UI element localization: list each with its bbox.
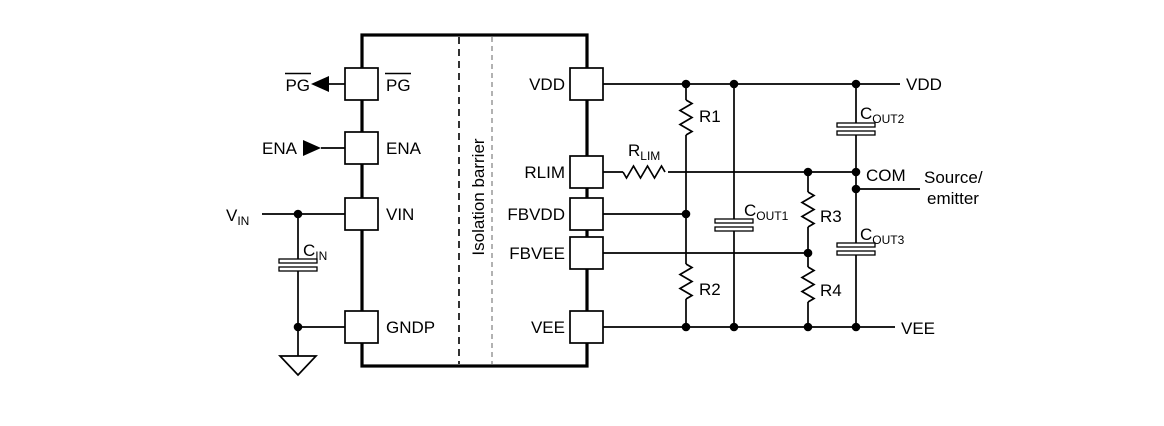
- pin-label-gndp: GNDP: [386, 318, 435, 337]
- cap-plate: [278, 258, 318, 264]
- ground-icon: [278, 355, 318, 377]
- label-r2: R2: [699, 280, 721, 299]
- pin-label-vee: VEE: [531, 318, 565, 337]
- junction-dot: [851, 184, 861, 194]
- cout1-sub: OUT1: [756, 209, 788, 223]
- signal-label-vin: VIN: [226, 206, 249, 228]
- cout2-sub: OUT2: [872, 112, 904, 126]
- signal-label-pg: PG: [285, 76, 310, 95]
- label-r1: R1: [699, 107, 721, 126]
- junction-dot: [803, 167, 813, 177]
- label-cout3: COUT3: [860, 225, 905, 247]
- junction-dot: [803, 248, 813, 258]
- junction-dot: [851, 322, 861, 332]
- resistor-r3: R3: [800, 172, 842, 253]
- label-cin: CIN: [303, 241, 327, 263]
- pin-label-vdd: VDD: [529, 75, 565, 94]
- node-label-com: COM: [866, 166, 906, 185]
- resistor-r1: R1: [678, 84, 721, 214]
- resistor-zigzag: [622, 164, 666, 180]
- resistor-zigzag: [678, 99, 694, 136]
- pin-box-vin: [344, 197, 379, 231]
- resistor-r4: R4: [800, 253, 842, 327]
- label-cout1: COUT1: [744, 201, 789, 223]
- com-node: COM Source/ emitter: [856, 166, 983, 208]
- resistor-zigzag: [800, 266, 816, 303]
- arrow-left-icon: [311, 76, 329, 92]
- cap-plate: [714, 218, 754, 224]
- junction-dot: [803, 322, 813, 332]
- pin-box-ena: [344, 131, 379, 165]
- cout2-main: C: [860, 104, 872, 123]
- vin-main: V: [226, 206, 238, 225]
- capacitor-cin: CIN: [278, 214, 327, 327]
- gndp-wiring: [278, 326, 345, 377]
- cout3-sub: OUT3: [872, 233, 904, 247]
- pin-box-vdd: [569, 67, 604, 101]
- resistor-zigzag: [678, 263, 694, 300]
- label-rlim: RLIM: [628, 141, 660, 163]
- cap-plate: [714, 226, 754, 232]
- pin-label-ena: ENA: [386, 139, 422, 158]
- junction-dot: [681, 322, 691, 332]
- pin-label-pg: PG: [386, 76, 411, 95]
- label-cout2: COUT2: [860, 104, 905, 126]
- resistor-rlim: RLIM: [603, 141, 856, 180]
- vin-sub: IN: [237, 214, 249, 228]
- capacitor-cout1: COUT1: [714, 84, 789, 327]
- cin-main: C: [303, 241, 315, 260]
- isolation-barrier-label: Isolation barrier: [469, 138, 488, 256]
- cap-plate: [836, 122, 876, 128]
- junction-dot: [293, 322, 303, 332]
- resistor-r2: R2: [678, 214, 721, 327]
- arrow-right-icon: [303, 140, 321, 156]
- pin-box-gndp: [344, 310, 379, 344]
- signal-label-ena: ENA: [262, 139, 298, 158]
- label-r4: R4: [820, 281, 842, 300]
- rail-label-vee: VEE: [901, 319, 935, 338]
- pin-label-fbvee: FBVEE: [509, 244, 565, 263]
- junction-dot: [681, 79, 691, 89]
- pin-box-pg: [344, 67, 379, 101]
- cout3-main: C: [860, 225, 872, 244]
- pin-box-fbvdd: [569, 197, 604, 231]
- pin-label-vin: VIN: [386, 205, 414, 224]
- junction-dot: [851, 79, 861, 89]
- cin-sub: IN: [315, 249, 327, 263]
- capacitor-cout2: COUT2: [836, 84, 905, 136]
- junction-dot: [729, 322, 739, 332]
- label-source-emitter-line1: Source/: [924, 168, 983, 187]
- label-r3: R3: [820, 207, 842, 226]
- capacitor-cout3: COUT3: [836, 225, 905, 327]
- pin-box-fbvee: [569, 236, 604, 270]
- pg-signal: PG: [285, 72, 345, 95]
- junction-dot: [851, 167, 861, 177]
- junction-dot: [293, 209, 303, 219]
- cout1-main: C: [744, 201, 756, 220]
- pin-box-vee: [569, 310, 604, 344]
- cap-plate: [836, 250, 876, 256]
- rail-label-vdd: VDD: [906, 75, 942, 94]
- pin-label-fbvdd: FBVDD: [507, 205, 565, 224]
- junction-dot: [681, 209, 691, 219]
- junction-dot: [729, 79, 739, 89]
- cap-plate: [278, 266, 318, 272]
- rlim-sub: LIM: [640, 149, 660, 163]
- vin-input: VIN: [226, 206, 345, 228]
- cap-plate: [836, 130, 876, 136]
- pin-box-rlim: [569, 155, 604, 189]
- resistor-zigzag: [800, 191, 816, 228]
- pin-label-rlim: RLIM: [524, 163, 565, 182]
- ena-signal: ENA: [262, 139, 345, 158]
- rlim-main: R: [628, 141, 640, 160]
- cap-plate: [836, 242, 876, 248]
- label-source-emitter-line2: emitter: [927, 189, 979, 208]
